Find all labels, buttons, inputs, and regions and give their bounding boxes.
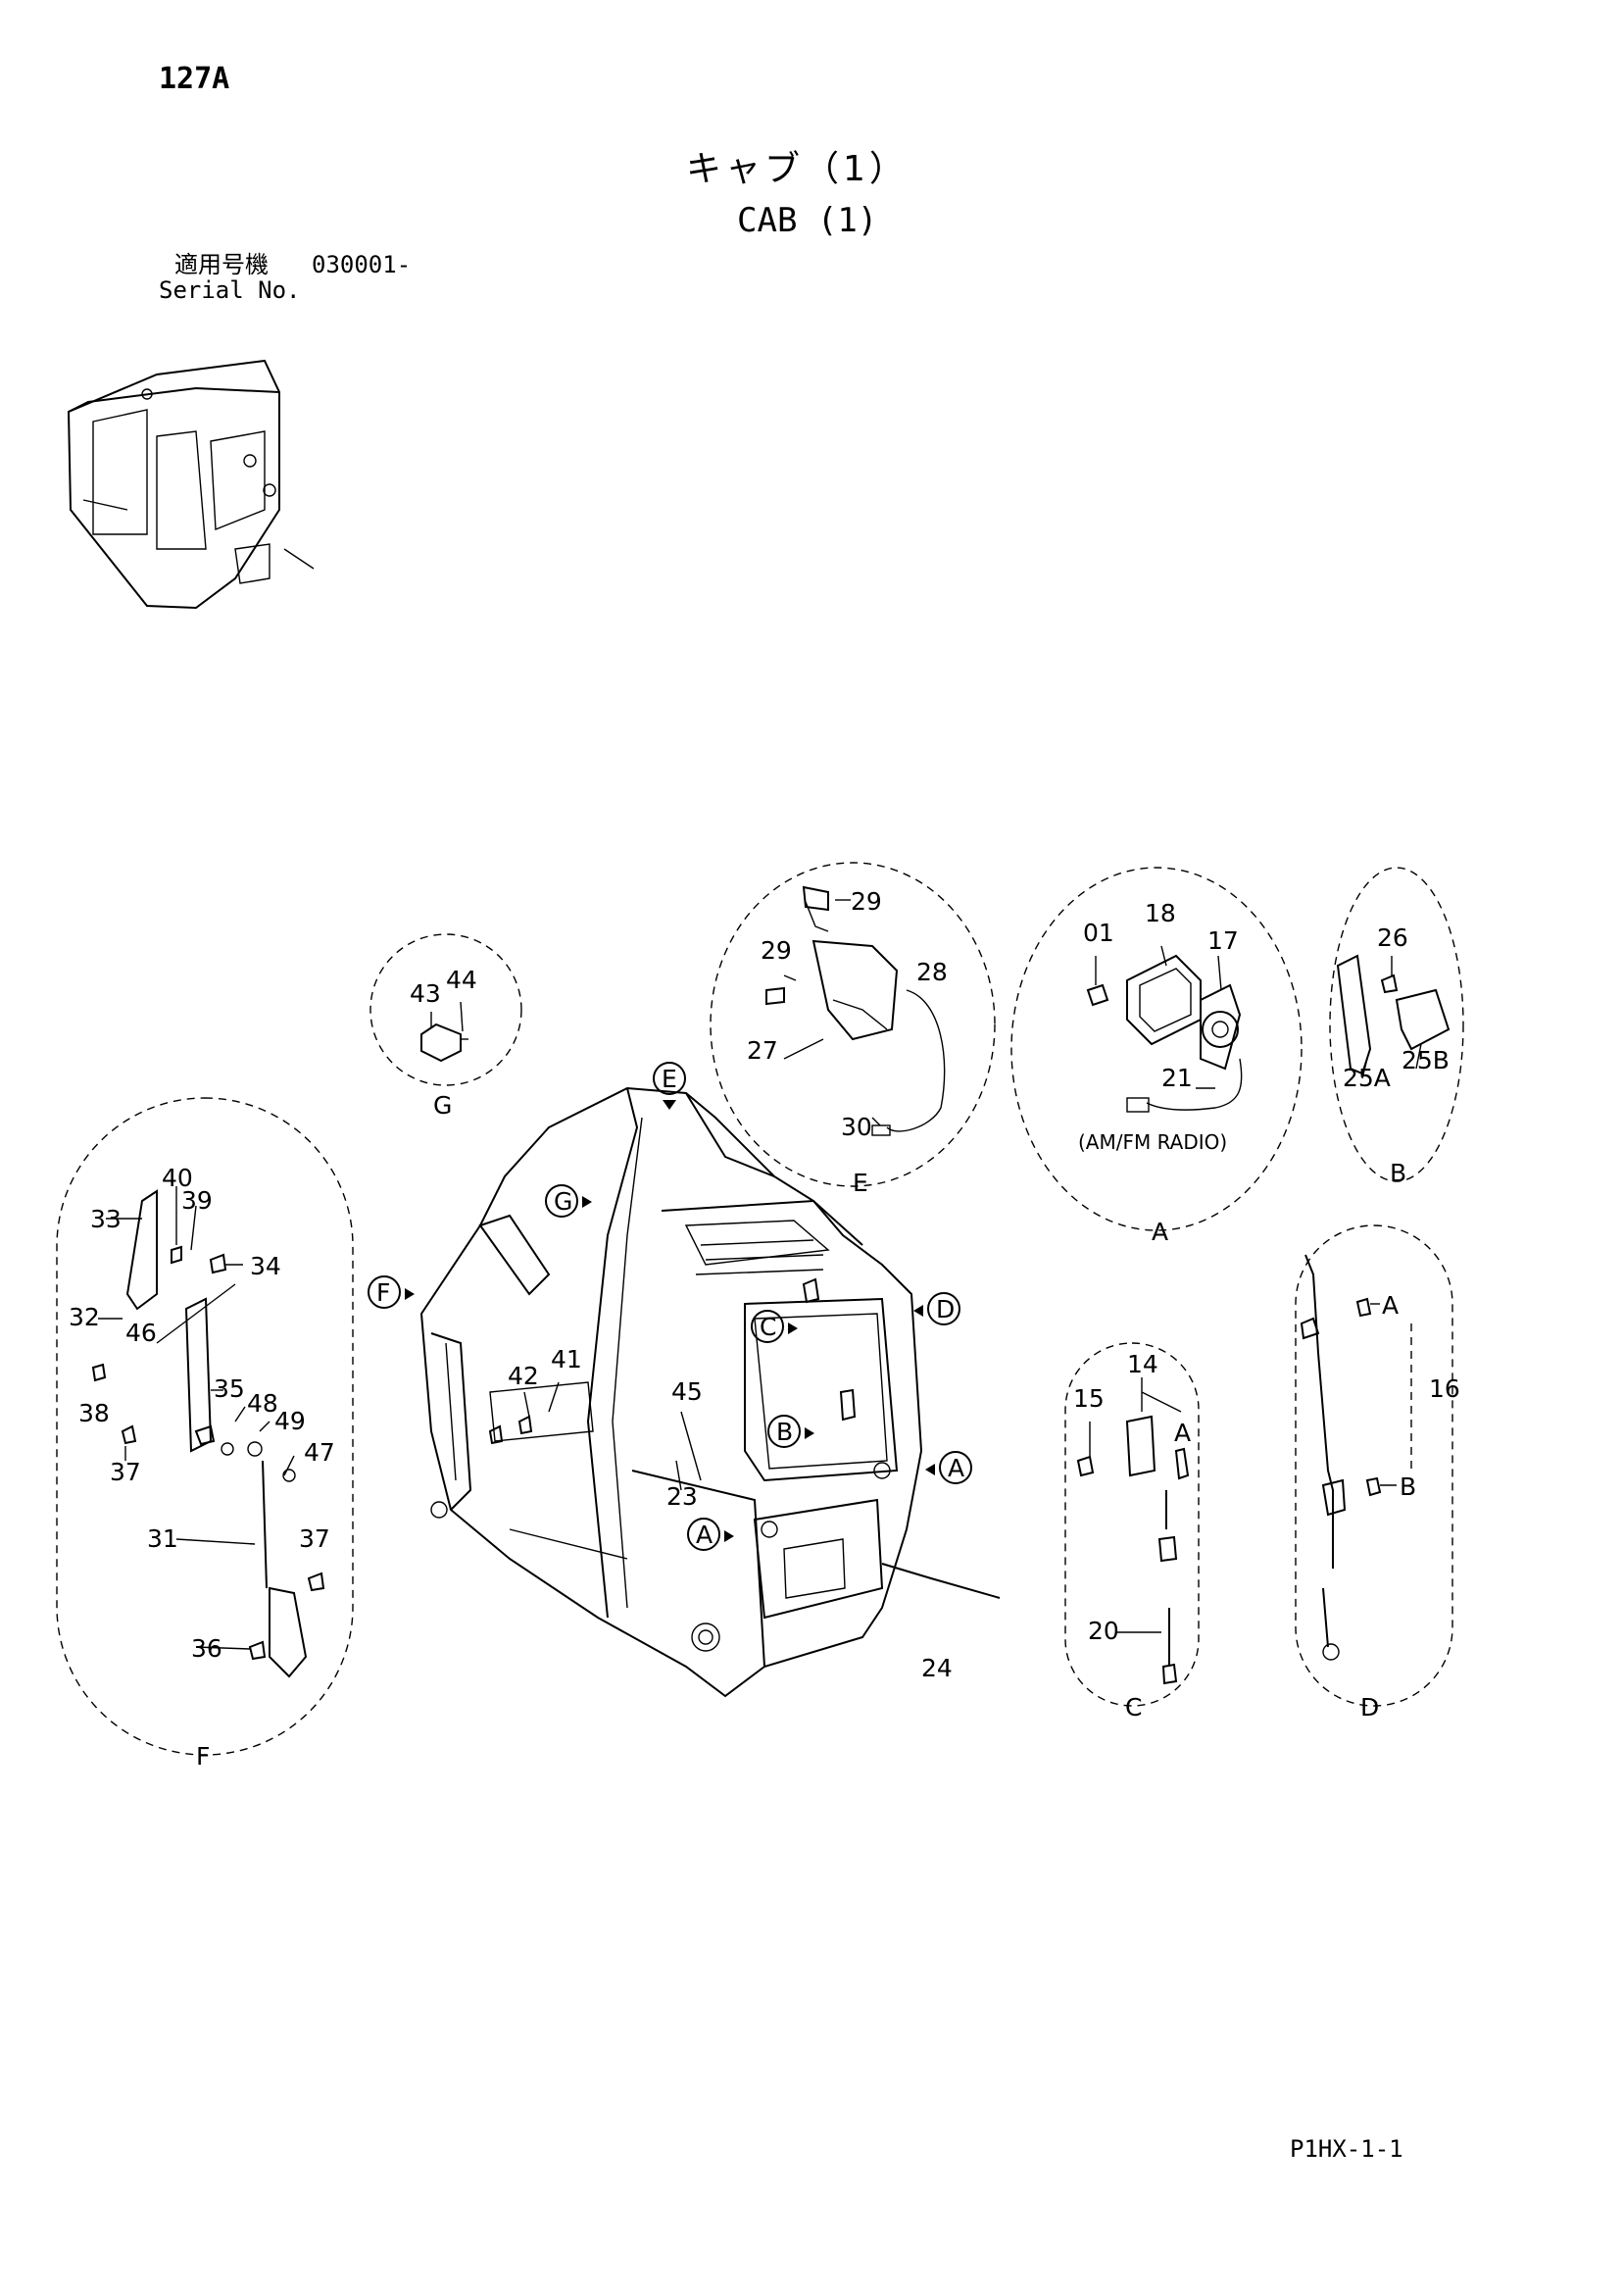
callout-29-left: 29 <box>761 936 792 965</box>
detail-label-b: B <box>1390 1159 1406 1187</box>
detail-a-group: 01 18 17 21 (AM/FM RADIO) A <box>1010 867 1303 1246</box>
callout-31: 31 <box>147 1524 178 1553</box>
callout-28: 28 <box>916 958 948 986</box>
page-title-japanese: キャブ（1） <box>686 149 909 189</box>
page-number: 127A <box>159 62 230 96</box>
detail-d-group: A 16 B D <box>1295 1224 1460 1722</box>
detail-label-a: A <box>1152 1218 1168 1246</box>
callout-24: 24 <box>921 1654 953 1682</box>
location-flag-c: C <box>751 1310 798 1343</box>
location-flag-e: E <box>653 1062 686 1110</box>
detail-e-group: 29 29 28 27 30 E <box>710 862 996 1197</box>
detail-c-group: 14 15 A 20 C <box>1064 1342 1200 1722</box>
callout-18: 18 <box>1145 899 1176 927</box>
callout-42: 42 <box>508 1362 539 1390</box>
callout-37-upper: 37 <box>110 1458 141 1486</box>
main-cab-frame: 42 41 45 23 24 E G F C D <box>368 1062 1001 1698</box>
callout-33: 33 <box>90 1205 122 1233</box>
callout-20: 20 <box>1088 1617 1119 1645</box>
serial-number-range: 030001- <box>312 251 412 278</box>
detail-g-group: 43 44 G <box>369 933 522 1120</box>
detail-label-g: G <box>433 1091 452 1120</box>
callout-27: 27 <box>747 1036 778 1065</box>
svg-text:A: A <box>948 1454 964 1482</box>
page-title-english: CAB (1) <box>737 201 878 240</box>
callout-45: 45 <box>671 1377 703 1406</box>
detail-label-c: C <box>1125 1693 1142 1722</box>
svg-text:C: C <box>760 1313 776 1341</box>
detail-label-e: E <box>853 1169 868 1197</box>
callout-01: 01 <box>1083 919 1114 947</box>
location-flag-g: G <box>545 1184 592 1218</box>
svg-text:B: B <box>776 1418 793 1446</box>
callout-b-d: B <box>1400 1472 1416 1501</box>
callout-21: 21 <box>1161 1064 1193 1092</box>
svg-text:F: F <box>376 1278 390 1307</box>
location-flag-a-left: A <box>687 1518 734 1551</box>
location-flag-b: B <box>767 1415 814 1448</box>
serial-label-english: Serial No. <box>159 276 301 304</box>
callout-34: 34 <box>250 1252 281 1280</box>
callout-17: 17 <box>1207 926 1239 955</box>
callout-15: 15 <box>1073 1384 1105 1413</box>
callout-23: 23 <box>666 1482 698 1511</box>
callout-16: 16 <box>1429 1374 1460 1403</box>
callout-25b: 25B <box>1402 1046 1450 1074</box>
callout-32: 32 <box>69 1303 100 1331</box>
location-flag-f: F <box>368 1275 415 1309</box>
callout-37-lower: 37 <box>299 1524 330 1553</box>
callout-a-c: A <box>1174 1419 1191 1447</box>
callout-41: 41 <box>551 1345 582 1373</box>
location-flag-d: D <box>913 1292 960 1325</box>
svg-text:D: D <box>936 1295 955 1323</box>
callout-26: 26 <box>1377 923 1408 952</box>
svg-text:G: G <box>554 1187 572 1216</box>
callout-29-top: 29 <box>851 887 882 916</box>
callout-25a: 25A <box>1343 1064 1391 1092</box>
callout-39: 39 <box>181 1186 213 1215</box>
svg-text:E: E <box>662 1065 677 1093</box>
callout-40: 40 <box>162 1164 193 1192</box>
callout-14: 14 <box>1127 1350 1158 1378</box>
callout-30: 30 <box>841 1113 872 1141</box>
key-overview-cab <box>67 359 315 610</box>
callout-46: 46 <box>125 1319 157 1347</box>
detail-f-group: 40 39 33 34 32 46 35 38 48 49 47 37 31 3… <box>56 1097 354 1771</box>
detail-b-group: 26 25A 25B B <box>1329 867 1464 1187</box>
detail-label-f: F <box>196 1742 210 1771</box>
callout-49: 49 <box>274 1407 306 1435</box>
callout-35: 35 <box>214 1374 245 1403</box>
detail-label-d: D <box>1360 1693 1379 1722</box>
location-flag-a-right: A <box>925 1451 972 1484</box>
serial-label-japanese: 適用号機 <box>174 251 269 278</box>
radio-caption: (AM/FM RADIO) <box>1078 1130 1227 1154</box>
callout-44: 44 <box>446 966 477 994</box>
callout-38: 38 <box>78 1399 110 1427</box>
callout-48: 48 <box>247 1389 278 1418</box>
callout-a-d: A <box>1382 1291 1399 1320</box>
callout-47: 47 <box>304 1438 335 1467</box>
callout-43: 43 <box>410 979 441 1008</box>
callout-36: 36 <box>191 1634 222 1663</box>
drawing-code: P1HX-1-1 <box>1290 2135 1403 2163</box>
svg-text:A: A <box>696 1521 713 1549</box>
